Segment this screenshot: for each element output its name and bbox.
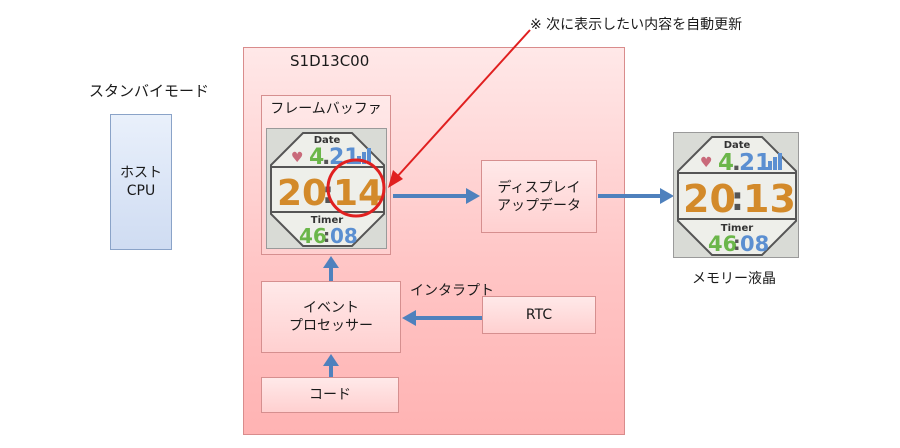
note-arrow-head	[388, 170, 403, 188]
note-arrow-line	[395, 29, 531, 179]
cpu-label: CPU	[126, 183, 156, 199]
host-cpu-box: ホスト CPU	[110, 114, 172, 250]
event-processor-box: イベント プロセッサー	[261, 281, 401, 353]
lcd-timer-sec: 08	[740, 232, 769, 256]
lcd-timer-sep: :	[733, 233, 741, 255]
code-box: コード	[261, 377, 399, 413]
lcd-hour: 20	[683, 177, 736, 221]
frame-buffer-title: フレームバッファ	[270, 101, 382, 117]
lcd-minute: 13	[743, 177, 796, 221]
buffer-date-day: 21	[329, 145, 360, 170]
display-updater-line2: アップデータ	[497, 197, 581, 214]
lcd-timer-min: 46	[708, 232, 737, 256]
buffer-timer-sep: :	[323, 226, 330, 247]
interrupt-label: インタラプト	[410, 283, 494, 299]
highlight-circle	[326, 158, 386, 218]
buffer-timer-label: Timer	[311, 215, 343, 226]
memory-lcd-label: メモリー液晶	[692, 271, 776, 287]
display-updater-line1: ディスプレイ	[497, 179, 581, 196]
frame-buffer-watch-face: Date ♥ 4 . 21 20 : 14 Timer 46 : 08	[266, 128, 387, 249]
event-processor-line2: プロセッサー	[289, 318, 373, 334]
display-updater-box: ディスプレイ アップデータ	[481, 160, 597, 233]
lcd-date-separator: .	[732, 150, 741, 176]
auto-update-note: ※ 次に表示したい内容を自動更新	[530, 17, 743, 33]
lcd-date-month: 4	[718, 150, 734, 176]
buffer-date-month: 4	[309, 145, 324, 170]
heart-icon: ♥	[291, 150, 304, 166]
code-label: コード	[309, 387, 351, 403]
lcd-colon: :	[731, 180, 744, 218]
lcd-timer-label: Timer	[721, 223, 753, 234]
lcd-date-label: Date	[724, 140, 751, 151]
buffer-timer-sec: 08	[330, 224, 358, 248]
buffer-hour: 20	[277, 173, 327, 214]
buffer-date-separator: .	[322, 145, 330, 170]
lcd-date-day: 21	[739, 150, 771, 176]
buffer-date-label: Date	[314, 135, 341, 146]
event-processor-line1: イベント	[303, 300, 359, 316]
memory-lcd-watch-face: Date ♥ 4 . 21 20 : 13 Timer 46 : 08	[673, 132, 799, 258]
rtc-box: RTC	[482, 296, 596, 334]
host-label: ホスト	[120, 165, 162, 181]
chip-name: S1D13C00	[290, 52, 370, 70]
standby-mode-label: スタンバイモード	[89, 82, 210, 100]
rtc-label: RTC	[525, 307, 553, 323]
buffer-timer-min: 46	[299, 224, 327, 248]
lcd-battery-bars-icon	[768, 153, 782, 170]
lcd-heart-icon: ♥	[700, 155, 713, 171]
